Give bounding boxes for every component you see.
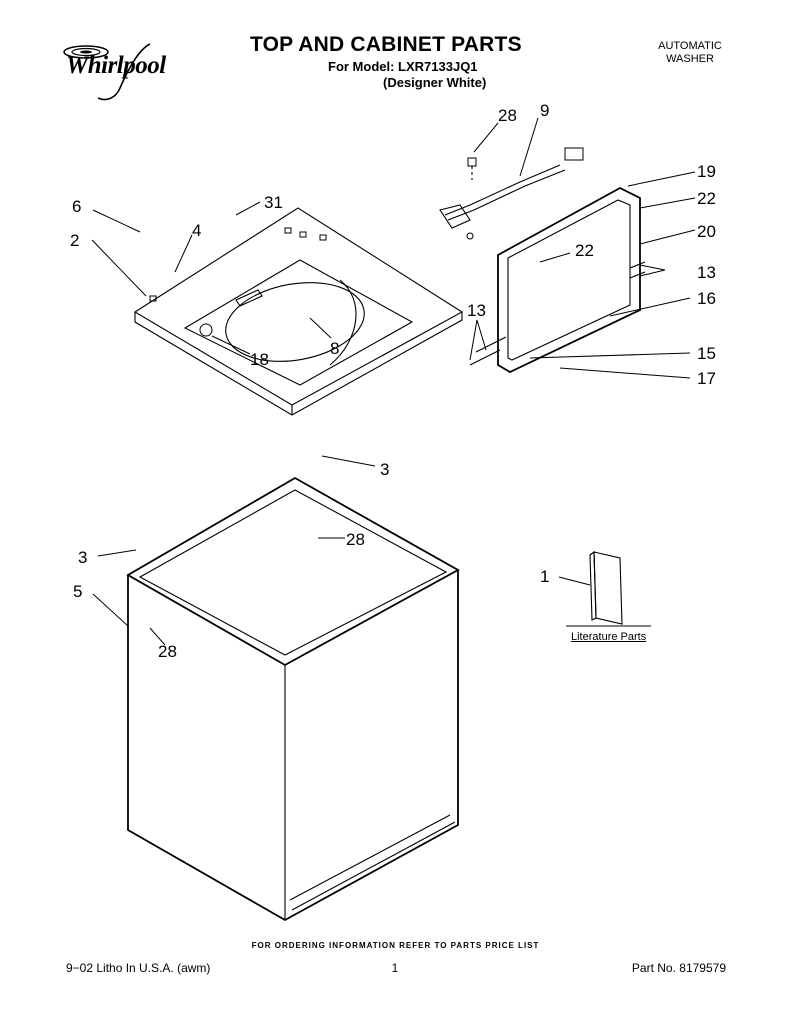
callout-3-lower: 3 <box>78 548 87 567</box>
callout-13-left: 13 <box>467 301 486 320</box>
part-13-bolts <box>469 261 646 366</box>
ordering-note: FOR ORDERING INFORMATION REFER TO PARTS … <box>251 941 540 950</box>
callout-18: 18 <box>250 350 269 369</box>
callout-5: 5 <box>73 582 82 601</box>
callout-4: 4 <box>192 221 201 240</box>
variant-line: (Designer White) <box>383 75 487 90</box>
callout-28-top: 28 <box>498 106 517 125</box>
part-28-screw-top <box>467 157 477 180</box>
litho-info: 9−02 Litho In U.S.A. (awm) <box>66 961 211 975</box>
page-title: TOP AND CABINET PARTS <box>250 33 522 56</box>
callout-6: 6 <box>72 197 81 216</box>
callout-28-lower: 28 <box>158 642 177 661</box>
literature-parts-label: Literature Parts <box>571 631 647 643</box>
callout-2: 2 <box>70 231 79 250</box>
callout-15: 15 <box>697 344 716 363</box>
part-1-literature-booklet <box>566 550 651 627</box>
product-type-line-1: AUTOMATIC <box>658 40 722 52</box>
product-type-line-2: WASHER <box>666 53 714 65</box>
callout-9: 9 <box>540 101 549 120</box>
cabinet <box>126 476 460 922</box>
leader-lines <box>91 117 696 646</box>
callout-20: 20 <box>697 222 716 241</box>
brand-logo-text: Whirlpool <box>66 52 166 79</box>
callout-numbers: 28 9 19 22 6 31 4 2 20 22 13 16 13 8 18 … <box>70 101 716 661</box>
callout-17: 17 <box>697 369 716 388</box>
washer-top-panel <box>133 207 464 416</box>
callout-8: 8 <box>330 339 339 358</box>
callout-3-upper: 3 <box>380 460 389 479</box>
product-type: AUTOMATIC WASHER <box>640 40 740 66</box>
callout-1: 1 <box>540 567 549 586</box>
part-19-lid-frame <box>497 186 641 374</box>
callout-19: 19 <box>697 162 716 181</box>
model-line: For Model: LXR7133JQ1 <box>328 59 478 74</box>
callout-22-left: 22 <box>575 241 594 260</box>
whirlpool-logo <box>63 43 151 101</box>
callout-28-middle: 28 <box>346 530 365 549</box>
part-9-harness <box>439 147 584 240</box>
callout-16: 16 <box>697 289 716 308</box>
callout-13-right: 13 <box>697 263 716 282</box>
callout-22-right: 22 <box>697 189 716 208</box>
part-number: Part No. 8179579 <box>631 961 726 975</box>
callout-31: 31 <box>264 193 283 212</box>
page-number: 1 <box>391 961 399 975</box>
